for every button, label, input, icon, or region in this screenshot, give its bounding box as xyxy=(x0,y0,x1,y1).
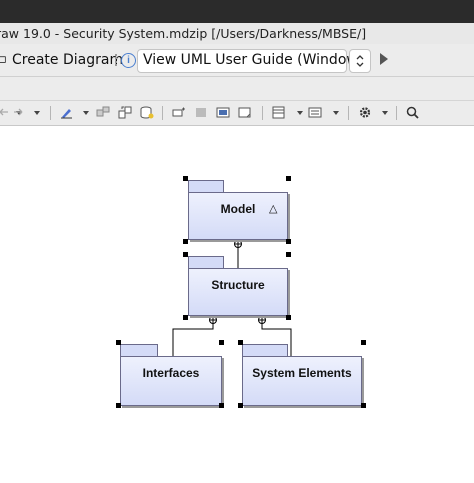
pen-dropdown-icon[interactable] xyxy=(83,111,89,115)
tab-strip xyxy=(0,77,474,101)
selection-handle[interactable] xyxy=(219,340,224,345)
toolbar-left-fragment-icon[interactable]: ▫ xyxy=(0,52,7,67)
selection-handle[interactable] xyxy=(183,315,188,320)
package-model[interactable]: Model △ xyxy=(188,180,288,240)
selection-handle[interactable] xyxy=(183,252,188,257)
package-label: Structure xyxy=(211,278,265,292)
guide-stepper-icon[interactable] xyxy=(349,49,371,73)
package-connectors xyxy=(172,240,292,359)
list-icon[interactable] xyxy=(308,106,322,119)
user-guide-select-value: View UML User Guide (Windows) xyxy=(143,52,371,68)
window-title-bar: raw 19.0 - Security System.mdzip [/Users… xyxy=(0,23,474,44)
main-toolbar: ▫ Create Diagram i View UML User Guide (… xyxy=(0,44,474,77)
selection-handle[interactable] xyxy=(238,403,243,408)
selection-handle[interactable] xyxy=(116,403,121,408)
toolbar-separator xyxy=(348,106,349,120)
play-icon[interactable] xyxy=(380,53,388,65)
selection-handle[interactable] xyxy=(286,239,291,244)
package-tab xyxy=(242,344,288,357)
package-body: Interfaces xyxy=(120,356,222,406)
redo-dropdown-icon[interactable] xyxy=(34,111,40,115)
selection-handle[interactable] xyxy=(286,176,291,181)
os-menu-bar xyxy=(0,0,474,23)
table-icon[interactable] xyxy=(272,106,286,119)
table-dropdown-icon[interactable] xyxy=(297,111,303,115)
package-tab xyxy=(188,256,224,269)
selection-handle[interactable] xyxy=(116,340,121,345)
database-icon[interactable] xyxy=(140,106,154,119)
toolbar-separator xyxy=(115,54,119,66)
up-down-chevron-icon xyxy=(356,55,364,67)
selection-handle[interactable] xyxy=(238,340,243,345)
redo-icon[interactable] xyxy=(12,106,26,119)
toolbar-separator xyxy=(262,106,263,120)
package-interfaces[interactable]: Interfaces xyxy=(120,344,222,406)
selection-handle[interactable] xyxy=(286,315,291,320)
list-dropdown-icon[interactable] xyxy=(333,111,339,115)
block-icon[interactable] xyxy=(194,106,208,119)
package-body: System Elements xyxy=(242,356,362,406)
package-body: Structure xyxy=(188,268,288,316)
image-icon[interactable] xyxy=(216,106,230,119)
package-body: Model △ xyxy=(188,192,288,240)
toolbar-separator xyxy=(162,106,163,120)
package-label: Interfaces xyxy=(142,366,200,380)
window-title: raw 19.0 - Security System.mdzip [/Users… xyxy=(0,26,367,41)
selection-handle[interactable] xyxy=(183,176,188,181)
search-icon[interactable] xyxy=(406,106,420,119)
package-structure[interactable]: Structure xyxy=(188,256,288,316)
gear-icon[interactable] xyxy=(358,106,372,119)
info-icon: i xyxy=(121,53,136,68)
arrange-icon[interactable] xyxy=(118,106,132,119)
package-tab xyxy=(188,180,224,193)
selection-handle[interactable] xyxy=(286,252,291,257)
selection-handle[interactable] xyxy=(183,239,188,244)
diagram-canvas[interactable]: Model △ Structure Interfaces System Elem… xyxy=(0,126,474,483)
package-label: System Elements xyxy=(252,366,352,380)
selection-handle[interactable] xyxy=(361,403,366,408)
create-diagram-button[interactable]: Create Diagram xyxy=(12,52,124,68)
note-icon[interactable] xyxy=(238,106,252,119)
package-tab xyxy=(120,344,158,357)
selection-handle[interactable] xyxy=(361,340,366,345)
insert-shape-icon[interactable] xyxy=(172,106,186,119)
package-system-elements[interactable]: System Elements xyxy=(242,344,362,406)
package-label: Model xyxy=(220,202,256,216)
pen-icon[interactable] xyxy=(60,106,74,119)
toolbar-separator xyxy=(50,106,51,120)
toolbar-separator xyxy=(396,106,397,120)
layout-icon[interactable] xyxy=(96,106,110,119)
selection-handle[interactable] xyxy=(219,403,224,408)
model-marker: △ xyxy=(269,203,278,215)
undo-dropdown-icon[interactable] xyxy=(16,111,22,115)
undo-icon[interactable] xyxy=(0,106,12,119)
user-guide-select[interactable]: View UML User Guide (Windows) xyxy=(137,49,371,73)
diagram-toolbar xyxy=(0,101,474,126)
gear-dropdown-icon[interactable] xyxy=(382,111,388,115)
